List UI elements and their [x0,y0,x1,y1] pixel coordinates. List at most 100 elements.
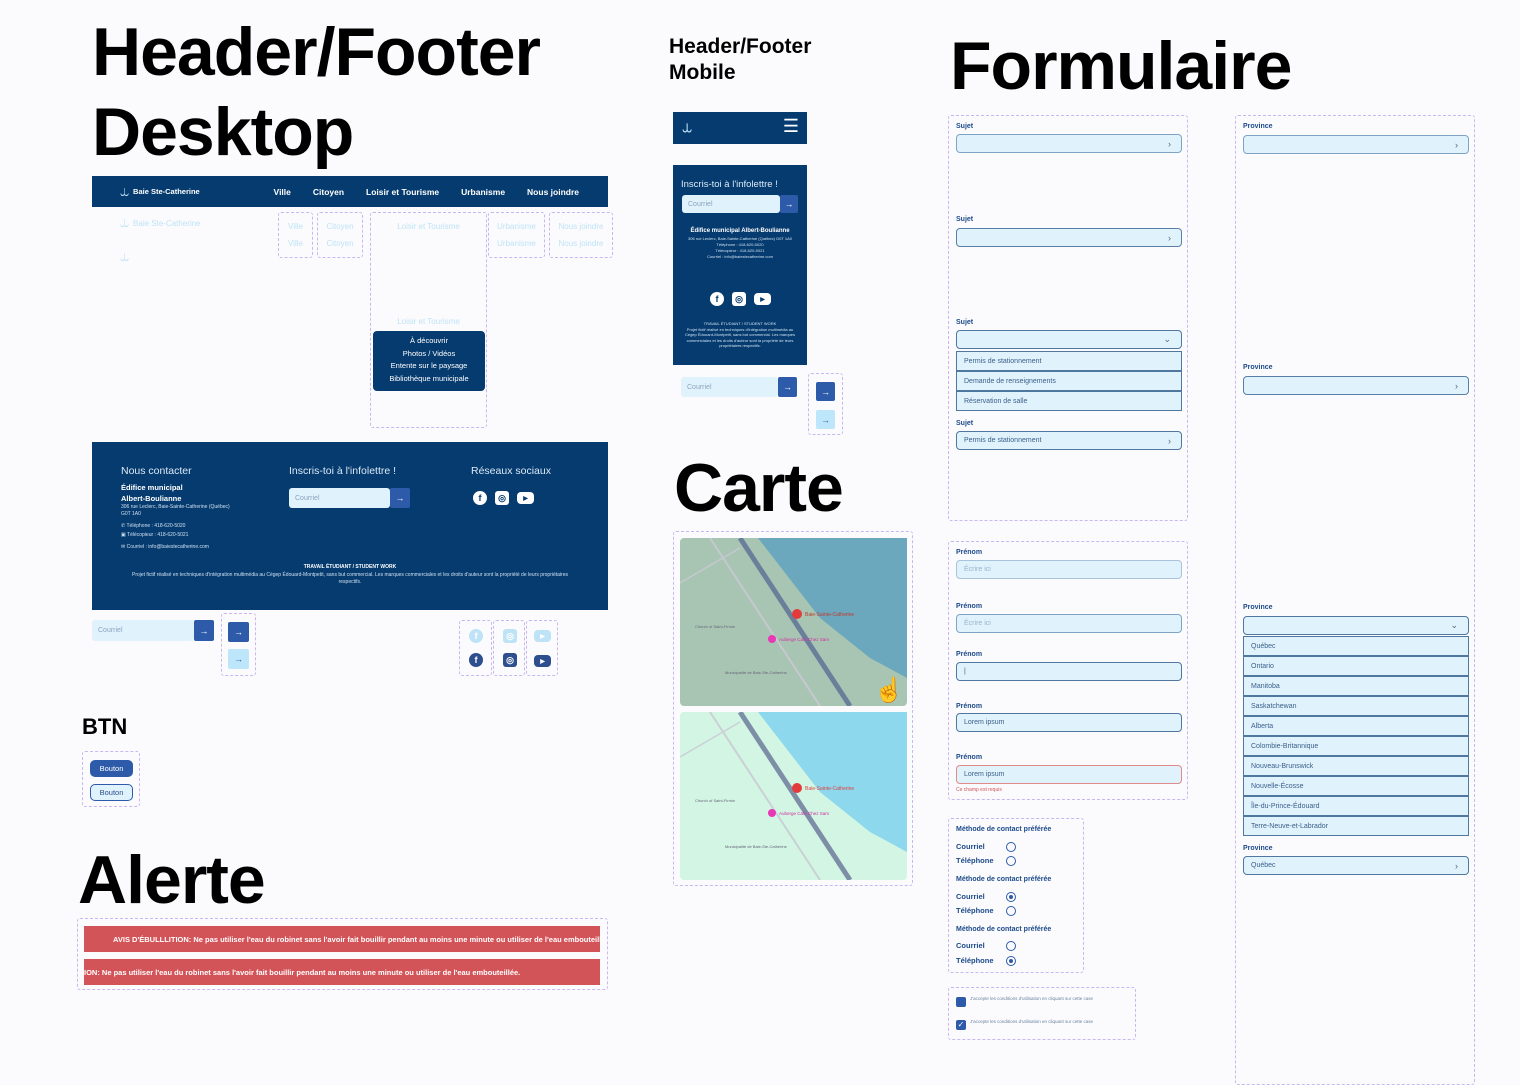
nav-active[interactable]: Urbanisme [497,239,536,248]
email-text[interactable]: Courriel : info@baiestecatherine.com [126,544,209,550]
brand-name[interactable]: Baie Ste-Catherine [133,187,200,196]
nav-active[interactable]: Nous joindre [558,239,604,248]
arrow-button-default[interactable]: → [816,382,835,401]
province-option[interactable]: Île-du-Prince-Édouard [1243,796,1469,816]
province-option[interactable]: Alberta [1243,716,1469,736]
radio-option[interactable]: Courriel [956,892,1026,904]
nav-citoyen[interactable]: Citoyen [312,186,345,197]
checkbox-unchecked[interactable] [956,997,966,1007]
radio-button[interactable] [1006,906,1016,916]
select-option[interactable]: Réservation de salle [956,391,1182,411]
subject-select-hover[interactable]: › [956,228,1182,247]
radio-button[interactable] [1006,856,1016,866]
email-input-component[interactable]: Courriel [92,620,194,641]
field-label: Sujet [956,420,974,427]
youtube-icon[interactable]: ▶ [534,630,551,642]
nav-loisir[interactable]: Loisir et Tourisme [366,186,440,197]
firstname-input-filled[interactable]: Lorem ipsum [956,713,1182,732]
dropdown-item[interactable]: Bibliothèque municipale [389,373,469,383]
facebook-icon[interactable]: f [710,292,724,306]
province-select[interactable]: › [1243,135,1469,154]
facebook-icon[interactable]: f [473,491,487,505]
whale-tail-logo-icon[interactable]: ⥿ [682,116,693,136]
facebook-icon[interactable]: f [469,629,483,643]
newsletter-submit-button[interactable]: → [390,488,410,508]
province-option[interactable]: Nouveau-Brunswick [1243,756,1469,776]
nav-open[interactable]: Loisir et Tourisme [397,317,460,326]
radio-option[interactable]: Courriel [956,941,1026,953]
radio-button[interactable] [1006,842,1016,852]
map-default[interactable]: Baie-Sainte-Catherine Auberge Café Chez … [680,712,907,880]
select-value: Permis de stationnement [964,437,1042,444]
province-option[interactable]: Colombie-Britannique [1243,736,1469,756]
dropdown-item[interactable]: Photos / Vidéos [402,348,456,358]
select-option[interactable]: Demande de renseignements [956,371,1182,391]
arrow-button-hover[interactable]: → [228,649,249,669]
nav-urbanisme[interactable]: Urbanisme [461,186,506,197]
arrow-button-hover[interactable]: → [816,410,835,429]
select-option[interactable]: Permis de stationnement [956,351,1182,371]
map-hover[interactable]: Baie-Sainte-Catherine Auberge Café Chez … [680,538,907,706]
water [758,538,907,678]
firstname-input-hover[interactable]: Écrire ici [956,614,1182,633]
nav-ville[interactable]: Ville [273,186,291,197]
nav-active[interactable]: Citoyen [326,239,354,248]
newsletter-email-input[interactable]: Courriel [289,488,390,508]
instagram-icon[interactable]: ◎ [503,629,517,643]
nav-nous-joindre[interactable]: Nous joindre [527,186,579,197]
newsletter-email-input[interactable]: Courriel [682,195,780,213]
province-select-hover[interactable]: › [1243,376,1469,395]
nav-hover[interactable]: Ville [288,222,303,231]
email-input-component[interactable]: Courriel [681,377,778,397]
primary-button[interactable]: Bouton [90,760,133,777]
dropdown-item[interactable]: À découvrir [410,336,448,345]
facebook-icon[interactable]: f [469,653,483,667]
radio-option[interactable]: Courriel [956,842,1026,854]
radio-button[interactable] [1006,941,1016,951]
instagram-icon[interactable]: ◎ [495,491,509,505]
province-option[interactable]: Québec [1243,636,1469,656]
email-text[interactable]: Courriel : info@baiestecatherine.com [707,254,773,259]
hamburger-menu-icon[interactable]: ☰ [782,116,799,136]
youtube-icon[interactable]: ▶ [517,492,534,504]
subject-select[interactable]: › [956,134,1182,153]
firstname-input-empty[interactable]: Écrire ici [956,560,1182,579]
youtube-icon[interactable]: ▶ [754,293,771,305]
phone-text: Téléphone : 418-620-5020 [126,523,186,529]
checkbox-checked-icon[interactable]: ✓ [956,1020,966,1030]
province-option[interactable]: Nouvelle-Écosse [1243,776,1469,796]
radio-option[interactable]: Téléphone [956,956,1026,968]
firstname-input-error[interactable]: Lorem ipsum [956,765,1182,784]
radio-option[interactable]: Téléphone [956,856,1026,868]
radio-button-checked[interactable] [1006,956,1016,966]
province-select-filled[interactable]: Québec› [1243,856,1469,875]
submit-button[interactable]: → [194,620,214,641]
whale-tail-logo-icon[interactable]: ⥿ [120,182,130,200]
province-option[interactable]: Ontario [1243,656,1469,676]
water [758,712,907,852]
newsletter-submit-button[interactable]: → [780,195,798,213]
location-pin-icon[interactable] [792,783,802,793]
subject-select-filled[interactable]: Permis de stationnement› [956,431,1182,450]
arrow-button-default[interactable]: → [228,622,249,642]
nav-hover[interactable]: Loisir et Tourisme [397,222,460,231]
instagram-icon[interactable]: ◎ [503,653,517,667]
nav-hover[interactable]: Citoyen [326,222,354,231]
secondary-button[interactable]: Bouton [90,784,133,801]
nav-active[interactable]: Ville [288,239,303,248]
subject-select-open[interactable]: ⌄ [956,330,1182,349]
submit-button[interactable]: → [778,377,797,397]
youtube-icon[interactable]: ▶ [534,655,551,667]
nav-hover[interactable]: Urbanisme [497,222,536,231]
province-option[interactable]: Manitoba [1243,676,1469,696]
instagram-icon[interactable]: ◎ [732,292,746,306]
province-select-open[interactable]: ⌄ [1243,616,1469,635]
radio-option[interactable]: Téléphone [956,906,1026,918]
dropdown-item[interactable]: Entente sur le paysage [390,361,468,370]
firstname-input-focus[interactable]: | [956,662,1182,681]
province-option[interactable]: Saskatchewan [1243,696,1469,716]
province-option[interactable]: Terre-Neuve-et-Labrador [1243,816,1469,836]
location-pin-icon[interactable] [792,609,802,619]
radio-button-checked[interactable] [1006,892,1016,902]
nav-hover[interactable]: Nous joindre [558,222,604,231]
